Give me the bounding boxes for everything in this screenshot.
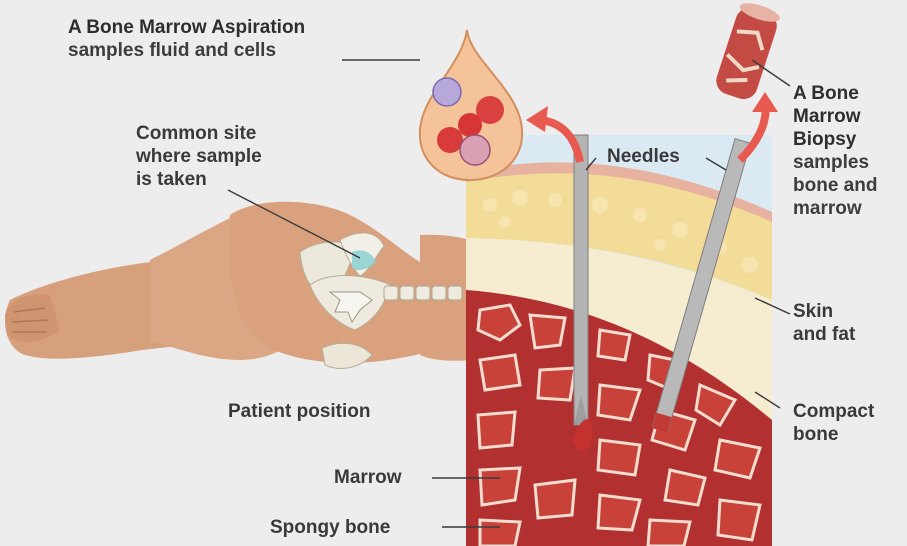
biopsy-line1: A Bone [793, 82, 877, 105]
biopsy-label: A Bone Marrow Biopsy samples bone and ma… [793, 82, 877, 220]
compact-bone-label: Compact bone [793, 400, 874, 446]
skin-fat-label: Skin and fat [793, 300, 855, 346]
marrow-label: Marrow [334, 466, 402, 489]
common-site-label: Common site where sample is taken [136, 122, 262, 191]
patient-position-label: Patient position [228, 400, 371, 423]
biopsy-line3: Biopsy [793, 128, 877, 151]
biopsy-sample-core [713, 0, 782, 103]
skin-fat-line1: Skin [793, 300, 855, 323]
aspiration-label: A Bone Marrow Aspiration samples fluid a… [68, 16, 305, 62]
biopsy-line5: bone and [793, 174, 877, 197]
compact-bone-line1: Compact [793, 400, 874, 423]
aspiration-title: A Bone Marrow Aspiration [68, 16, 305, 39]
patient-figure [5, 202, 470, 369]
common-site-line3: is taken [136, 168, 262, 191]
aspiration-sample-drop [420, 30, 522, 180]
aspiration-desc: samples fluid and cells [68, 39, 305, 62]
biopsy-line6: marrow [793, 197, 877, 220]
biopsy-line2: Marrow [793, 105, 877, 128]
spongy-bone-label: Spongy bone [270, 516, 390, 539]
needles-label: Needles [607, 145, 680, 168]
common-site-line2: where sample [136, 145, 262, 168]
compact-bone-line2: bone [793, 423, 874, 446]
biopsy-line4: samples [793, 151, 877, 174]
skin-fat-line2: and fat [793, 323, 855, 346]
tissue-cross-section [466, 135, 772, 546]
common-site-line1: Common site [136, 122, 262, 145]
